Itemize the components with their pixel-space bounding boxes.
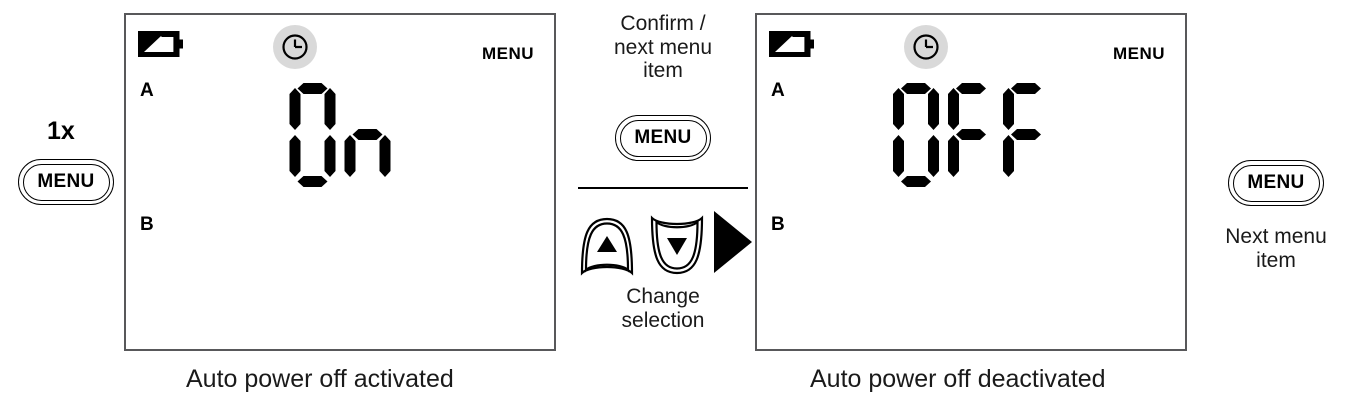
next-menu-item-line2: item (1256, 248, 1296, 272)
change-selection-line1: Change (626, 285, 700, 308)
section-divider (578, 187, 748, 189)
triangle-up-icon[interactable] (578, 215, 636, 277)
clock-icon (913, 34, 939, 60)
next-menu-item-label: Next menu item (1201, 225, 1345, 272)
battery-half-icon (769, 31, 814, 57)
clock-icon (282, 34, 308, 60)
menu-button-center-label: MENU (634, 127, 692, 148)
up-button[interactable] (578, 215, 636, 277)
play-arrow-right-icon (712, 209, 754, 273)
device-screen-left: MENU A B (124, 13, 556, 351)
channel-label-a-left: A (140, 80, 154, 101)
channel-label-b-left: B (140, 214, 154, 235)
menu-button-right[interactable]: MENU (1228, 160, 1324, 206)
down-button[interactable] (648, 213, 706, 275)
menu-button-left-label: MENU (37, 171, 95, 192)
menu-button-right-shape[interactable]: MENU (1228, 160, 1324, 206)
seven-segment-display-right (890, 83, 1052, 187)
seg-char-1 (342, 83, 394, 187)
seg-char-0 (287, 83, 339, 187)
seg-char-0 (890, 83, 942, 187)
change-selection-label: Change selection (588, 285, 738, 332)
triangle-down-icon[interactable] (648, 213, 706, 277)
menu-button-center-shape[interactable]: MENU (615, 115, 711, 161)
channel-label-a-right: A (771, 80, 785, 101)
menu-button-right-label: MENU (1247, 172, 1305, 193)
clock-icon-disc (273, 25, 317, 69)
menu-button-left[interactable]: MENU (18, 159, 114, 205)
seg-char-1 (945, 83, 997, 187)
change-selection-line2: selection (621, 308, 705, 332)
screen-menu-word-right: MENU (1112, 44, 1165, 63)
screen-menu-word-left: MENU (481, 44, 534, 63)
confirm-label-line1: Confirm / (620, 12, 706, 35)
confirm-label-line2: next menu (613, 35, 713, 59)
clock-icon-disc (904, 25, 948, 69)
seg-char-2 (1000, 83, 1052, 187)
next-menu-item-line1: Next menu (1225, 225, 1327, 248)
channel-label-b-right: B (771, 214, 785, 235)
battery-half-icon (138, 31, 183, 57)
press-count-label: 1x (47, 117, 75, 145)
menu-button-left-shape[interactable]: MENU (18, 159, 114, 205)
menu-button-center[interactable]: MENU (615, 115, 711, 161)
caption-right: Auto power off deactivated (810, 365, 1106, 393)
confirm-label: Confirm / next menu item (588, 12, 738, 83)
confirm-label-line3: item (643, 59, 683, 83)
device-screen-right: MENU A B (755, 13, 1187, 351)
seven-segment-display-left (287, 83, 394, 187)
caption-left: Auto power off activated (186, 365, 454, 393)
